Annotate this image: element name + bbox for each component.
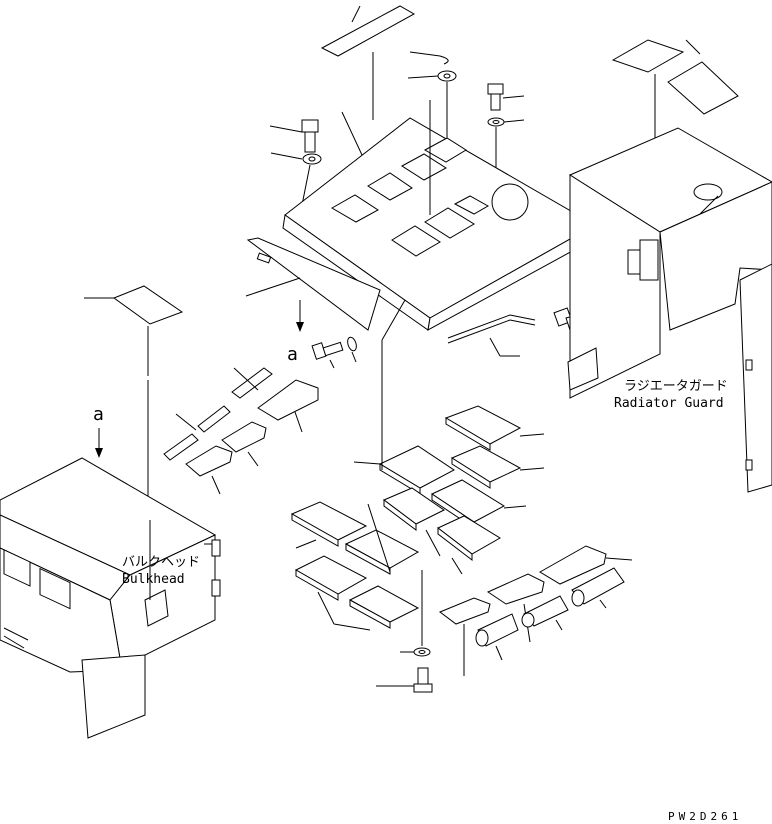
wedge-pad-right-3 <box>438 597 491 676</box>
cover-plate-4 <box>430 479 527 529</box>
bulkhead-label-jp: バルクヘッド <box>122 555 200 570</box>
cover-plate-10 <box>317 585 420 631</box>
ref-a-upper: a <box>287 344 298 365</box>
roller-2 <box>521 595 569 631</box>
wedge-pad-1 <box>257 379 319 433</box>
cover-plate-8 <box>344 503 420 575</box>
bolt-bottom <box>376 667 433 693</box>
radiator-guard <box>567 127 772 493</box>
wedge-pad-3 <box>185 445 233 495</box>
seal-strip-short <box>147 380 199 520</box>
bolt-top-left <box>269 119 319 153</box>
floor-plate <box>282 100 597 331</box>
ref-a-lower: a <box>93 404 104 425</box>
cover-plate-7 <box>290 501 368 549</box>
label-plate-left <box>84 285 184 376</box>
roller-3 <box>475 613 519 661</box>
clip-top-middle <box>409 51 449 65</box>
washer-bottom <box>400 570 431 657</box>
label-plate-top <box>320 5 416 120</box>
radiator-guard-label-en: Radiator Guard <box>614 396 724 411</box>
ref-a-lower-arrow <box>95 428 103 458</box>
bulkhead-label-en: Bulkhead <box>122 572 185 587</box>
cover-plate-5 <box>383 487 445 557</box>
label-plate-right-1 <box>611 39 685 73</box>
pin-bolt <box>311 336 357 369</box>
seal-strip-mid <box>175 405 231 433</box>
cover-plate-1 <box>444 405 545 451</box>
roller-1 <box>571 567 625 609</box>
drawing-code: PW2D261 <box>668 810 742 823</box>
seal-strip-long <box>231 367 273 399</box>
cover-plate-9 <box>294 555 368 601</box>
leader-center <box>381 299 406 341</box>
cover-plate-3 <box>353 445 455 495</box>
cover-plate-6 <box>437 515 501 575</box>
wedge-pad-right-1 <box>539 545 633 585</box>
wedge-pad-2 <box>221 421 267 467</box>
bulkhead <box>0 457 221 739</box>
floor-side-strip <box>245 237 381 332</box>
bracket-bar <box>447 314 536 357</box>
cover-plate-2 <box>450 445 545 489</box>
bolt-top-middle <box>487 83 525 111</box>
radiator-guard-label-jp: ラジエータガード <box>624 379 728 394</box>
